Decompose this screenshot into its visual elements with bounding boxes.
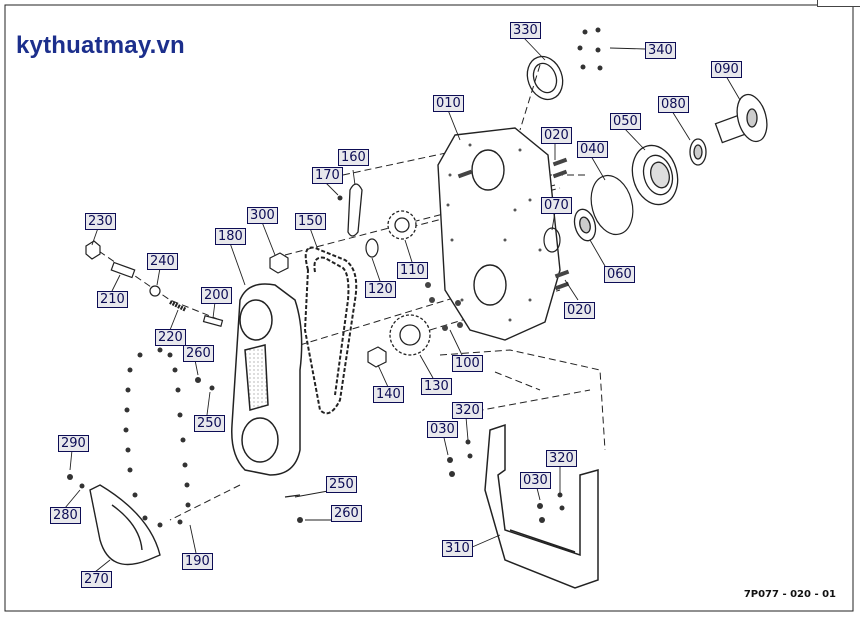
chain-case-180 [231,283,303,476]
callout-340[interactable]: 340 [645,42,676,59]
callout-260-bottom[interactable]: 260 [331,505,362,522]
sprocket-130 [389,314,431,356]
callout-020-top[interactable]: 020 [541,127,572,144]
callout-210[interactable]: 210 [97,291,128,308]
callout-060[interactable]: 060 [604,266,635,283]
callout-020-bottom[interactable]: 020 [564,302,595,319]
callout-260-top[interactable]: 260 [183,345,214,362]
bolt-260b [297,517,303,523]
bracket-310 [484,423,599,589]
bearing-060 [573,208,597,242]
callout-150[interactable]: 150 [295,213,326,230]
washer-280 [79,483,85,489]
nut-230 [85,240,101,260]
callout-240[interactable]: 240 [147,253,178,270]
ring-120 [365,238,379,258]
chain-150 [303,246,358,415]
callout-160[interactable]: 160 [338,149,369,166]
pin-210 [110,261,136,279]
cap-300 [269,252,289,274]
pin-200 [202,315,224,327]
callout-310[interactable]: 310 [442,540,473,557]
washer-250 [209,385,215,391]
callout-010[interactable]: 010 [433,95,464,112]
callout-170[interactable]: 170 [312,167,343,184]
callout-100[interactable]: 100 [452,355,483,372]
callout-320-left[interactable]: 320 [452,402,483,419]
callout-250-bottom[interactable]: 250 [326,476,357,493]
washer-240 [149,285,161,297]
callout-080[interactable]: 080 [658,96,689,113]
callout-290[interactable]: 290 [58,435,89,452]
callout-120[interactable]: 120 [365,281,396,298]
seal-080 [689,138,707,166]
nut-140 [367,346,387,368]
callout-230[interactable]: 230 [85,213,116,230]
callout-300[interactable]: 300 [247,207,278,224]
oring-040 [590,174,634,236]
bolts-340 [577,27,603,71]
plate-010 [437,127,561,341]
corner-mark [817,0,860,7]
flange-cover-330 [526,55,564,101]
callout-200[interactable]: 200 [201,287,232,304]
callout-220[interactable]: 220 [155,329,186,346]
bolt-260 [195,377,201,383]
washer-250b [284,494,301,498]
chain-tensioner-160 [347,183,363,237]
dotted-chain-outline [123,347,191,528]
callout-180[interactable]: 180 [215,228,246,245]
shaft-090 [714,93,768,144]
bolts-020 [457,157,570,291]
callout-320-right[interactable]: 320 [546,450,577,467]
bearing-housing-050 [631,144,679,206]
callout-250-top[interactable]: 250 [194,415,225,432]
callout-140[interactable]: 140 [373,386,404,403]
leader-lines [64,37,741,573]
callout-280[interactable]: 280 [50,507,81,524]
callout-050[interactable]: 050 [610,113,641,130]
plate-holes [446,143,542,322]
drawing-border [4,4,854,612]
bolts-100 [425,282,463,331]
guard-270 [89,484,161,566]
callout-110[interactable]: 110 [397,262,428,279]
callout-040[interactable]: 040 [577,141,608,158]
sprocket-110 [387,210,417,240]
callout-090[interactable]: 090 [711,61,742,78]
callout-030-left[interactable]: 030 [427,421,458,438]
bolt-290 [67,474,73,480]
callout-270[interactable]: 270 [81,571,112,588]
callout-070[interactable]: 070 [541,197,572,214]
callout-330[interactable]: 330 [510,22,541,39]
pin-170 [337,195,343,201]
callout-130[interactable]: 130 [421,378,452,395]
watermark-logo: kythuatmay.vn [16,32,185,59]
callout-030-right[interactable]: 030 [520,472,551,489]
drawing-code: 7P077 - 020 - 01 [743,589,836,600]
callout-190[interactable]: 190 [182,553,213,570]
